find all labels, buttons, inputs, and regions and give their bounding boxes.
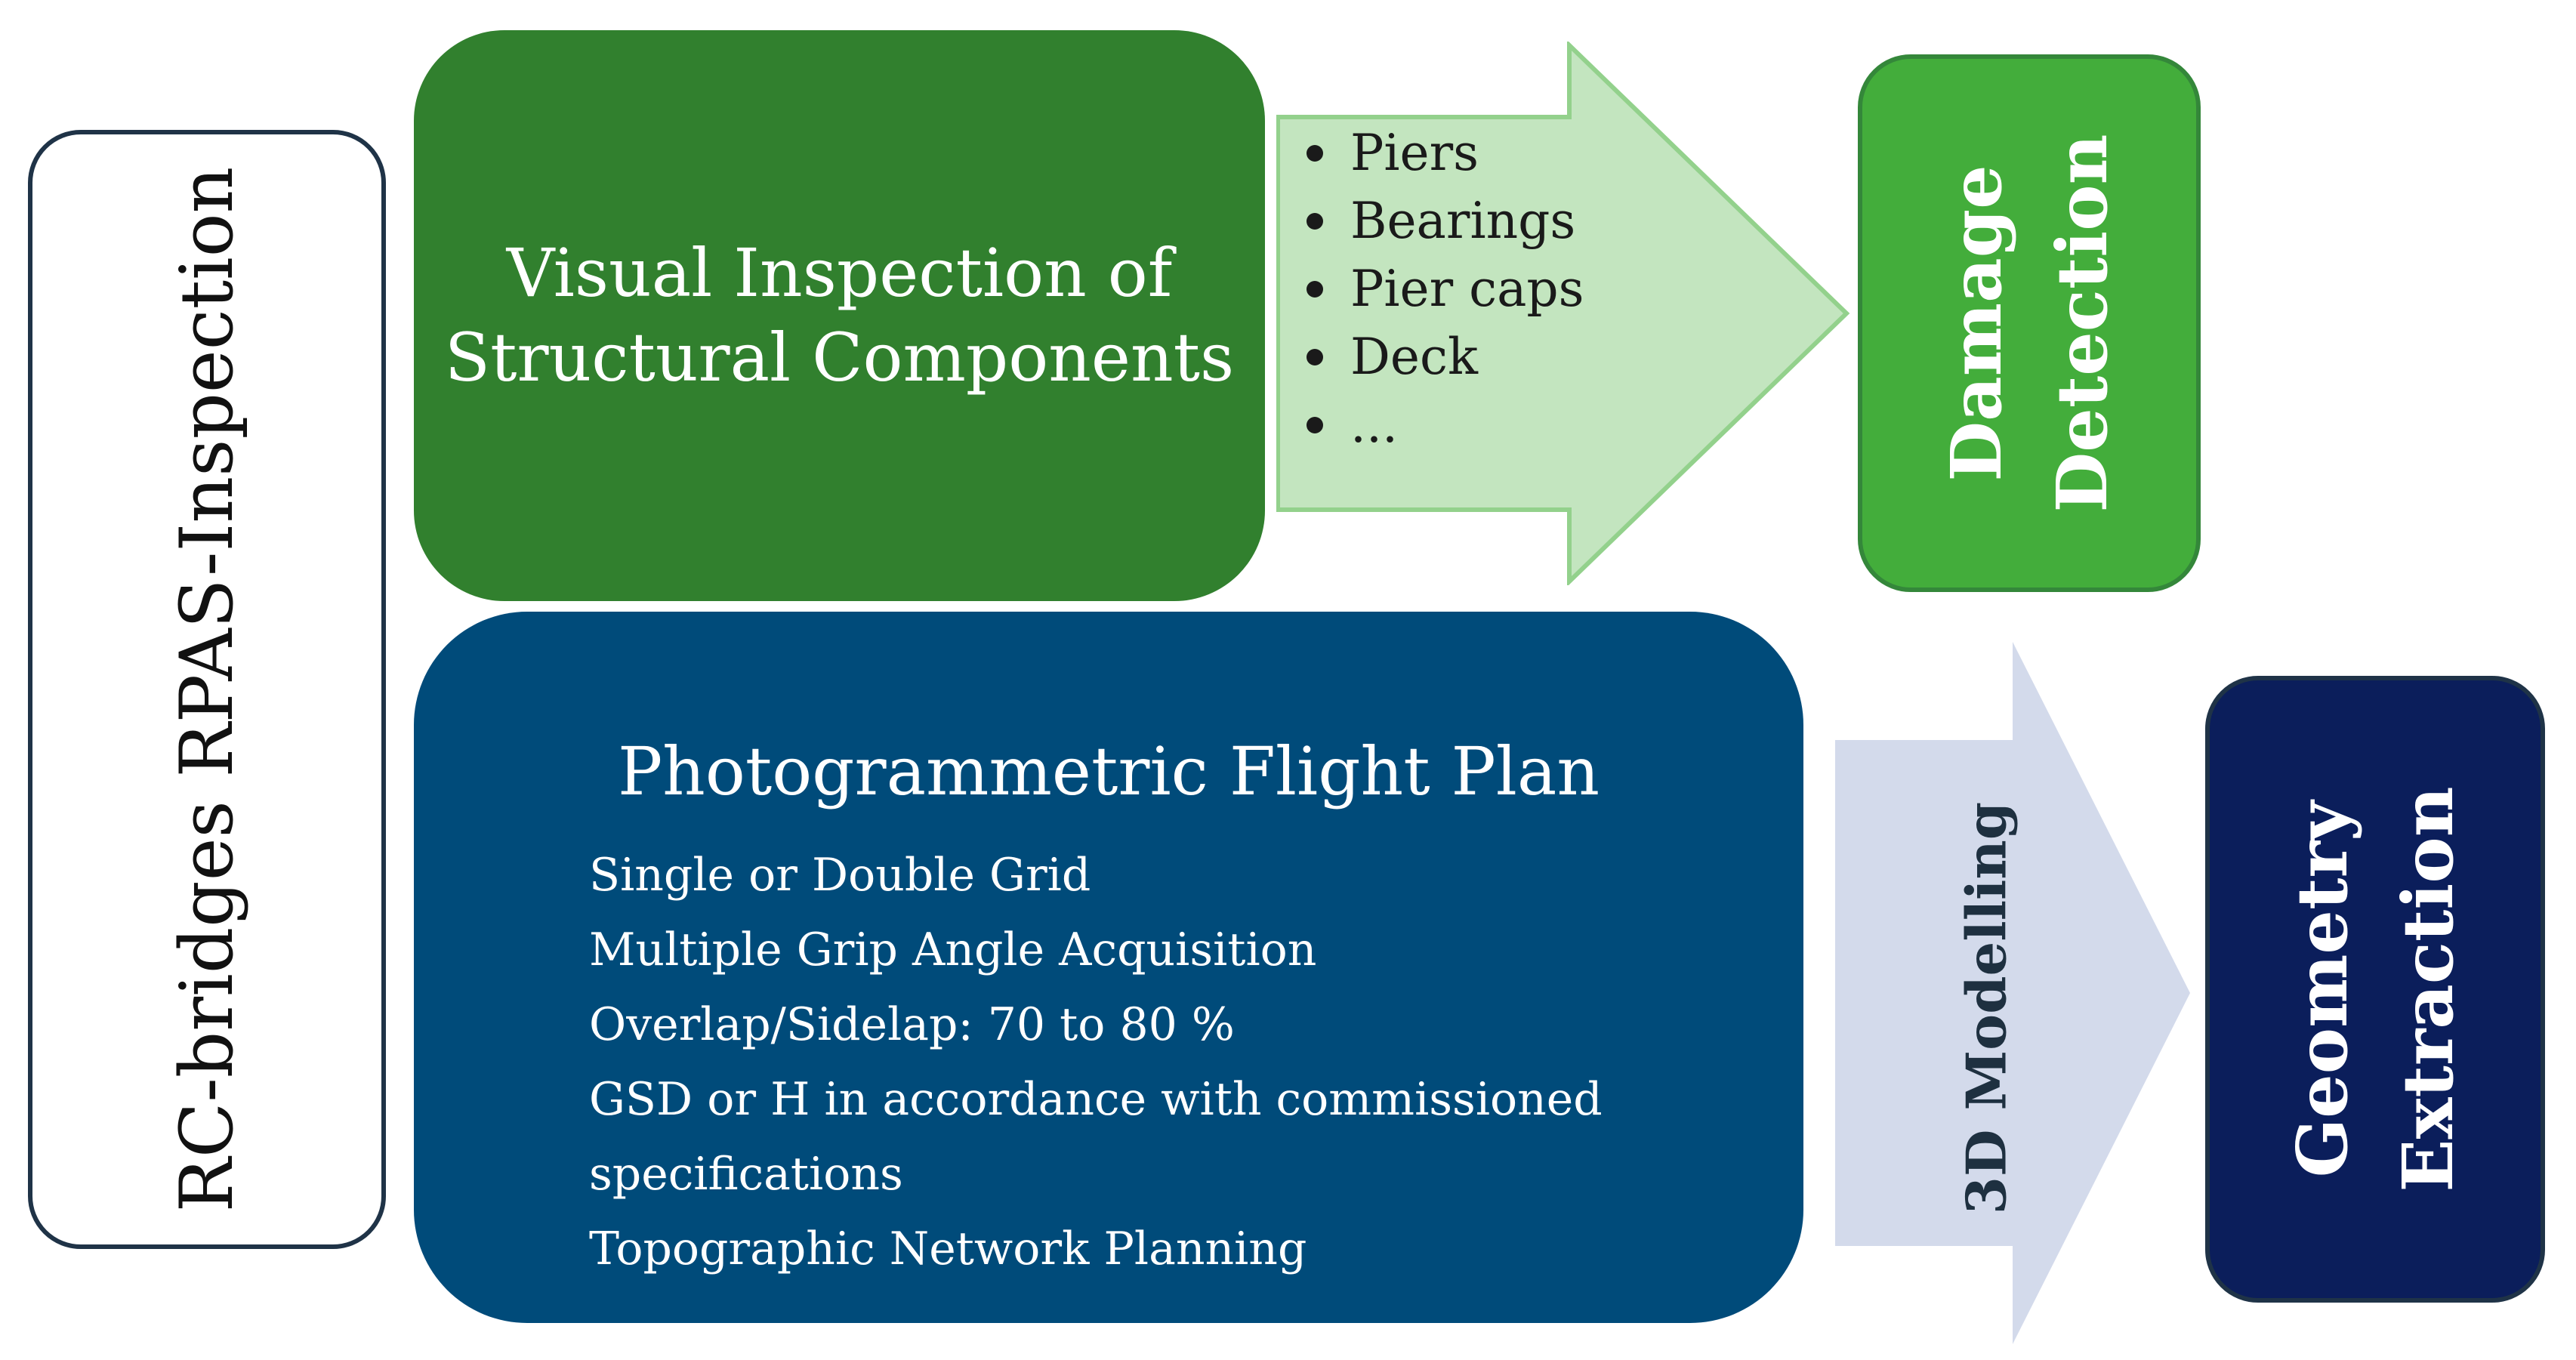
visual-inspection-title-line2: Structural Components <box>444 319 1235 396</box>
blue-arrow <box>1835 642 2190 1344</box>
list-item: ... <box>1307 391 1584 459</box>
geometry-extraction-label: Geometry Extraction <box>2281 786 2469 1192</box>
bullet-icon <box>1307 417 1323 433</box>
bullet-icon <box>1307 213 1323 230</box>
component-list: Piers Bearings Pier caps Deck ... <box>1307 119 1584 459</box>
list-item: Single or Double Grid <box>589 849 1091 902</box>
flight-plan-box: Photogrammetric Flight Plan Single or Do… <box>414 612 1803 1323</box>
visual-inspection-title-line1: Visual Inspection of <box>506 234 1173 312</box>
list-item: Deck <box>1307 323 1584 391</box>
flight-plan-title: Photogrammetric Flight Plan <box>617 732 1600 810</box>
damage-detection-box: Damage Detection <box>1858 54 2201 592</box>
bullet-icon <box>1307 145 1323 162</box>
list-item: Pier caps <box>1307 255 1584 323</box>
list-item: Overlap/Sidelap: 70 to 80 % <box>589 998 1235 1051</box>
list-item: Bearings <box>1307 187 1584 255</box>
list-item: Piers <box>1307 119 1584 187</box>
flight-plan-list: Single or Double Grid Multiple Grip Angl… <box>589 838 1803 1287</box>
visual-inspection-box: Visual Inspection of Structural Componen… <box>414 30 1265 601</box>
main-label-box: RC-bridges RPAS-Inspection <box>28 130 386 1249</box>
damage-detection-label: Damage Detection <box>1936 134 2123 513</box>
green-arrow <box>1276 42 1850 585</box>
geometry-extraction-box: Geometry Extraction <box>2205 676 2545 1303</box>
list-item: Multiple Grip Angle Acquisition <box>589 924 1317 976</box>
modelling-label: 3D Modelling <box>1954 801 2019 1215</box>
bullet-icon <box>1307 349 1323 365</box>
list-item: Topographic Network Planning <box>589 1223 1307 1275</box>
list-item: GSD or H in accordance with commissioned… <box>589 1073 1603 1201</box>
bullet-icon <box>1307 281 1323 298</box>
main-label: RC-bridges RPAS-Inspection <box>165 166 249 1213</box>
modelling-label-box: 3D Modelling <box>1933 801 2039 1215</box>
